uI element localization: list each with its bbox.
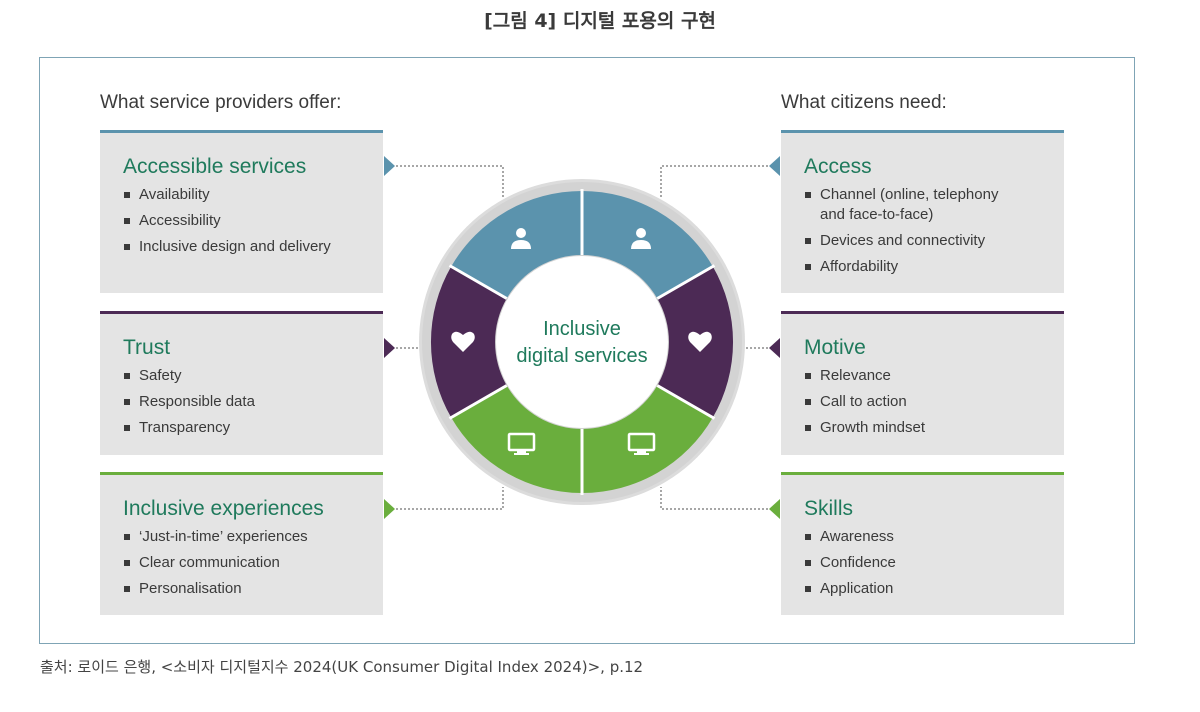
- figure-title: [그림 4] 디지털 포용의 구현: [484, 10, 716, 32]
- arrow-marker: [384, 156, 395, 176]
- diagram-frame: [39, 57, 1135, 644]
- list-item: Personalisation: [123, 579, 363, 599]
- card-access: Access Channel (online, telephony and fa…: [781, 130, 1064, 293]
- heart-icon: [451, 331, 475, 352]
- arrow-marker: [384, 338, 395, 358]
- segment-skills: [582, 385, 713, 493]
- list-item: Transparency: [123, 418, 363, 438]
- list-item-continuation: and face-to-face): [820, 206, 934, 223]
- connector-line: [660, 487, 772, 510]
- center-label-line2: digital services: [516, 345, 648, 367]
- list-item: Availability: [123, 185, 363, 205]
- arrow-marker: [769, 338, 780, 358]
- card-trust: Trust Safety Responsible data Transparen…: [100, 311, 383, 455]
- card-title: Motive: [804, 336, 866, 359]
- list-item: Awareness: [804, 527, 1044, 547]
- list-item: Clear communication: [123, 553, 363, 573]
- arrow-marker: [769, 156, 780, 176]
- list-item: Inclusive design and delivery: [123, 237, 363, 257]
- card-inclusive-experiences: Inclusive experiences ‘Just-in-time’ exp…: [100, 472, 383, 615]
- card-title: Trust: [123, 336, 171, 359]
- list-item: Application: [804, 579, 1044, 599]
- center-label: Inclusive digital services: [500, 316, 664, 370]
- person-icon: [511, 228, 531, 249]
- card-motive: Motive Relevance Call to action Growth m…: [781, 311, 1064, 455]
- right-column-heading: What citizens need:: [781, 92, 947, 113]
- list-item: Devices and connectivity: [804, 231, 1044, 251]
- arrow-marker: [769, 499, 780, 519]
- list-item: Safety: [123, 366, 363, 386]
- segment-experiences: [451, 385, 582, 493]
- list-item: Accessibility: [123, 211, 363, 231]
- list-item: Channel (online, telephony: [804, 185, 1044, 205]
- list-item: Call to action: [804, 392, 1044, 412]
- connector-line: [392, 165, 504, 197]
- card-title: Accessible services: [123, 155, 307, 178]
- connector-line: [660, 165, 772, 197]
- source-caption: 출처: 로이드 은행, <소비자 디지털지수 2024(UK Consumer …: [40, 658, 644, 676]
- list-item: Affordability: [804, 257, 1044, 277]
- card-title: Skills: [804, 497, 854, 520]
- card-skills: Skills Awareness Confidence Application: [781, 472, 1064, 615]
- person-icon: [631, 228, 651, 249]
- connector-line: [392, 487, 504, 510]
- card-title: Access: [804, 155, 872, 178]
- list-item: Confidence: [804, 553, 1044, 573]
- arrow-marker: [384, 499, 395, 519]
- left-column-heading: What service providers offer:: [100, 92, 342, 113]
- list-item: Relevance: [804, 366, 1044, 386]
- monitor-icon: [507, 432, 536, 455]
- heart-icon: [688, 331, 712, 352]
- list-item: Responsible data: [123, 392, 363, 412]
- center-circle: [496, 256, 668, 428]
- monitor-icon: [627, 432, 656, 455]
- list-item: ‘Just-in-time’ experiences: [123, 527, 363, 547]
- card-title: Inclusive experiences: [123, 497, 324, 520]
- card-accessible-services: Accessible services Availability Accessi…: [100, 130, 383, 293]
- list-item: Growth mindset: [804, 418, 1044, 438]
- center-label-line1: Inclusive: [543, 318, 621, 340]
